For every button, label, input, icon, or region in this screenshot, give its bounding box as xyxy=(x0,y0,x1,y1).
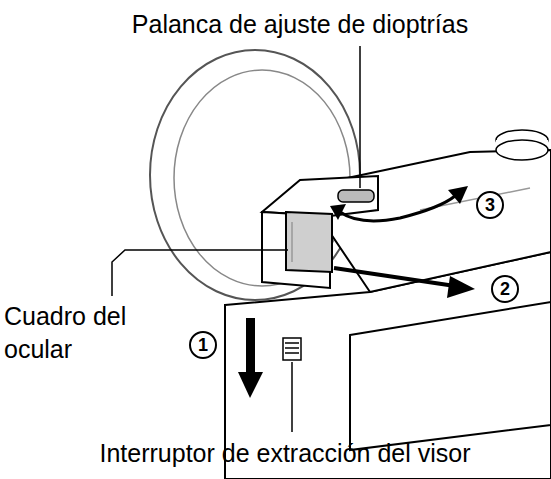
part-label: Palanca de ajuste de dioptrías xyxy=(50,8,550,40)
part-label: Interruptor de extracción del visor xyxy=(20,437,550,469)
callout-number: 1 xyxy=(189,331,217,359)
part-label: Cuadro del ocular xyxy=(4,300,179,366)
callout-number: 2 xyxy=(491,275,519,303)
callout-number: 3 xyxy=(476,191,504,219)
